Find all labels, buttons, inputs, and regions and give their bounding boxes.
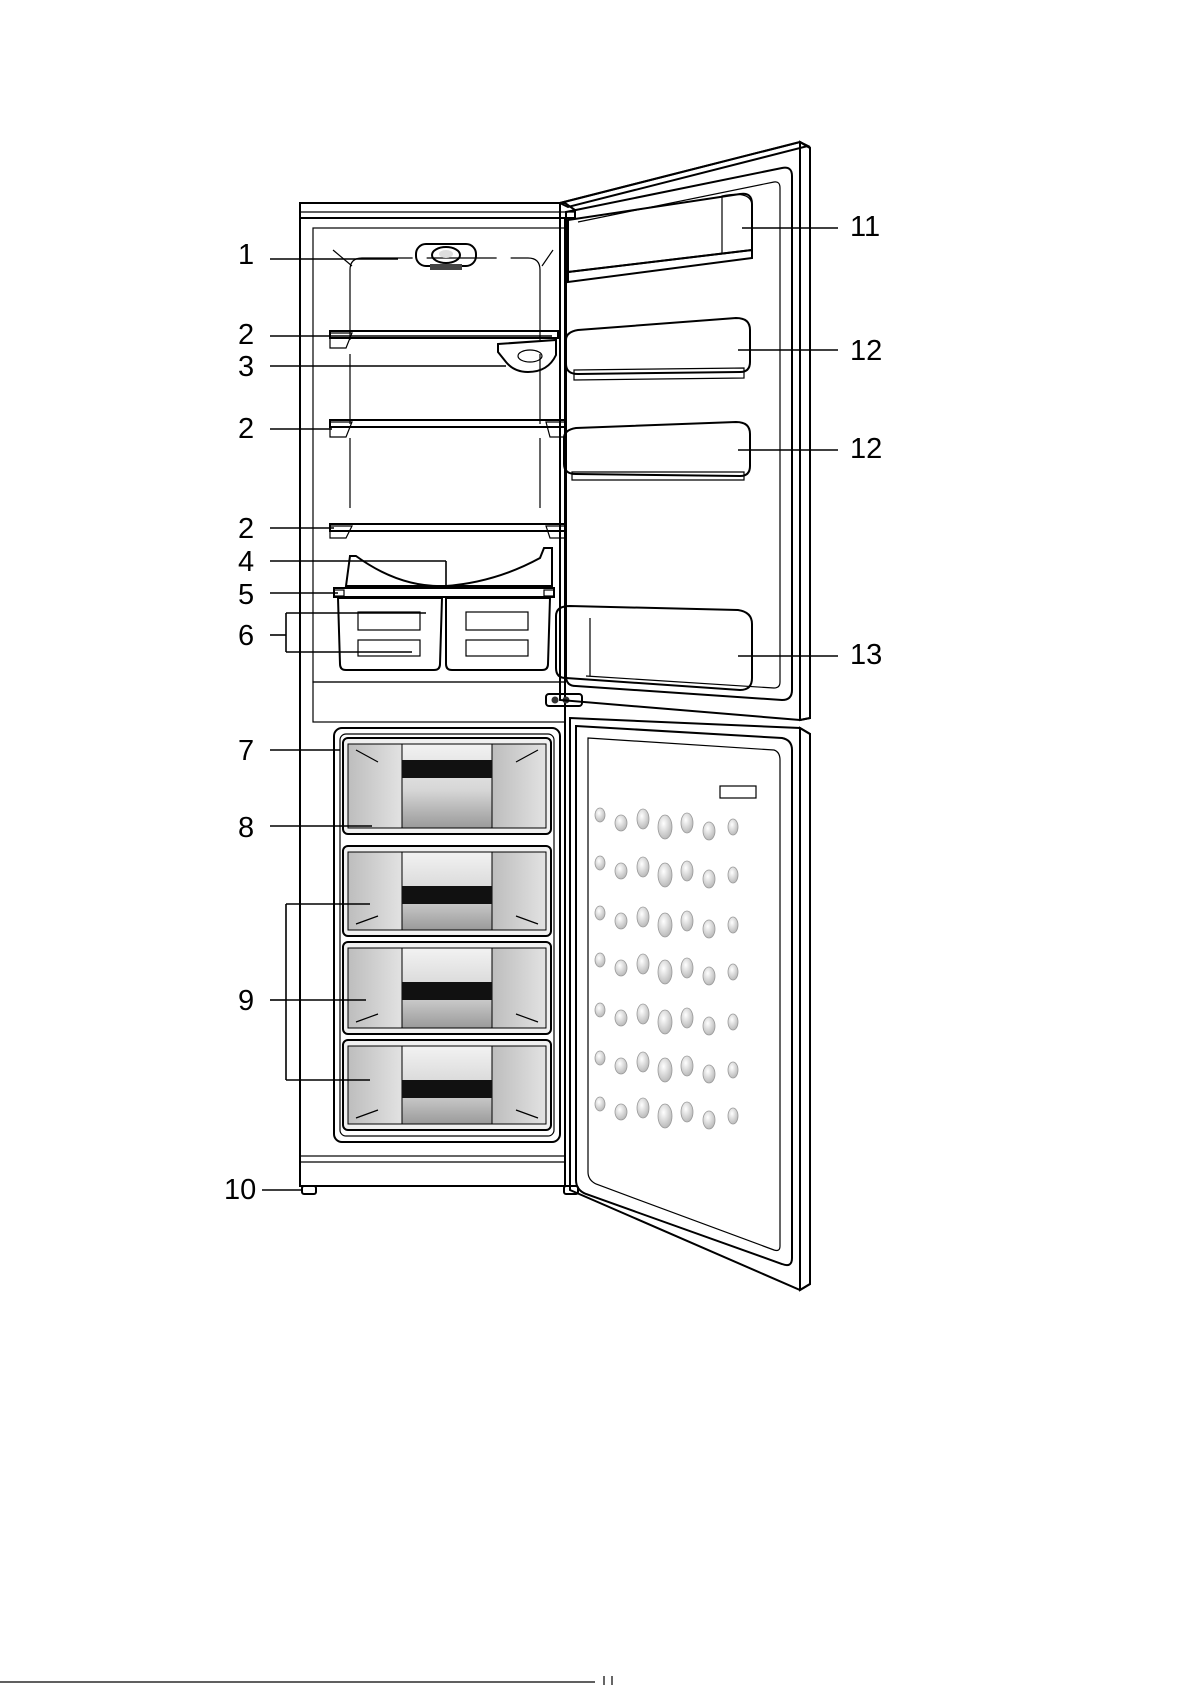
crisper-cover (346, 548, 552, 586)
glass-shelf-lower (330, 524, 566, 538)
thermostat-lamp-housing (416, 244, 476, 270)
crisper-glass-shelf (334, 588, 554, 597)
bottle-shelf (556, 606, 752, 690)
callout-label-8: 8 (238, 812, 254, 844)
callout-label-7: 7 (238, 735, 254, 767)
callout-c1: 1 (238, 239, 398, 271)
callout-label-10: 10 (224, 1174, 256, 1206)
callout-c6: 6 (238, 613, 426, 652)
callout-c10: 10 (224, 1174, 302, 1206)
callout-label-12: 12 (850, 335, 882, 367)
glass-shelf-middle (330, 420, 566, 437)
egg-holder (498, 340, 556, 372)
callout-c5: 5 (238, 579, 338, 611)
callout-c11: 11 (742, 211, 880, 243)
callout-label-2: 2 (238, 319, 254, 351)
freezer-drawer-4 (343, 1040, 551, 1130)
callout-label-2: 2 (238, 413, 254, 445)
callout-label-3: 3 (238, 351, 254, 383)
door-shelf-lower (564, 422, 750, 480)
callout-c7: 7 (238, 735, 340, 767)
callout-label-1: 1 (238, 239, 254, 271)
callout-label-5: 5 (238, 579, 254, 611)
freezer-drawer-2 (343, 846, 551, 936)
freezer-drawers (343, 738, 551, 1130)
glass-shelf-top (330, 331, 558, 348)
fridge-interior (330, 244, 566, 670)
callout-label-11: 11 (850, 211, 880, 243)
crisper-bin-right (446, 598, 550, 670)
callout-label-4: 4 (238, 546, 254, 578)
crisper-bin-left (338, 598, 442, 670)
freezer-door (570, 718, 810, 1290)
callout-c2a: 2 (238, 319, 552, 351)
callout-label-9: 9 (238, 985, 254, 1017)
callout-label-2: 2 (238, 513, 254, 545)
freezer-door-dimples (595, 808, 738, 1129)
callout-label-13: 13 (850, 639, 882, 671)
callout-label-12: 12 (850, 433, 882, 465)
callout-c2b: 2 (238, 413, 332, 445)
freezer-drawer-3 (343, 942, 551, 1034)
callout-label-6: 6 (238, 620, 254, 652)
callout-c2c: 2 (238, 513, 334, 545)
freezer-drawer-1 (343, 738, 551, 834)
callout-c3: 3 (238, 351, 506, 383)
callout-c4: 4 (238, 546, 446, 585)
door-shelf-upper (566, 318, 750, 380)
